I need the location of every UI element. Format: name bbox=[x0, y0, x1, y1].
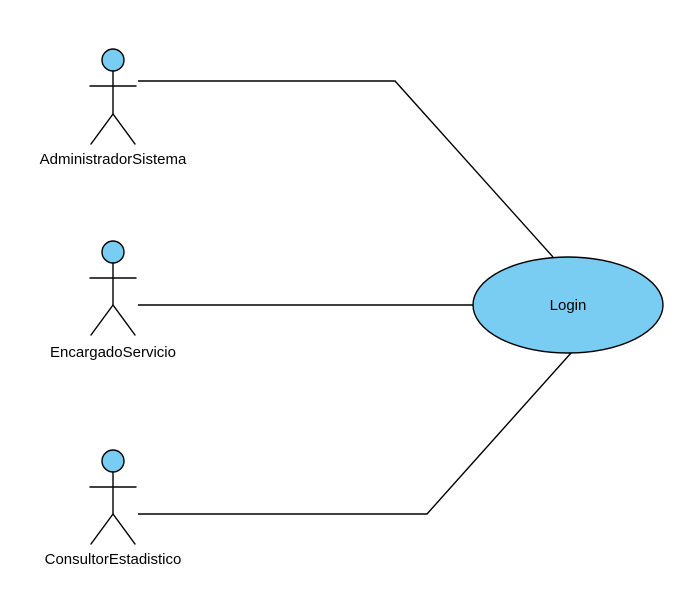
actor-left-leg bbox=[90, 113, 114, 145]
actor-consultor-estadistico[interactable]: ConsultorEstadistico bbox=[45, 449, 182, 568]
actor-right-leg bbox=[112, 304, 136, 336]
actor-left-leg bbox=[90, 513, 114, 545]
use-case-login[interactable]: Login bbox=[472, 256, 664, 354]
actor-left-leg bbox=[90, 304, 114, 336]
actor-administrador-sistema[interactable]: AdministradorSistema bbox=[40, 48, 187, 168]
associations bbox=[138, 80, 572, 515]
use-case-label: Login bbox=[550, 297, 587, 314]
association-admin-login[interactable] bbox=[138, 80, 554, 258]
actor-encargado-servicio[interactable]: EncargadoServicio bbox=[50, 240, 176, 361]
actor-head bbox=[101, 449, 125, 473]
actor-head bbox=[101, 48, 125, 72]
actor-right-leg bbox=[112, 113, 136, 145]
actor-label: EncargadoServicio bbox=[50, 344, 176, 361]
association-consultor-login[interactable] bbox=[138, 352, 572, 515]
actor-head bbox=[101, 240, 125, 264]
actor-label: AdministradorSistema bbox=[40, 151, 187, 168]
use-case-ellipse[interactable] bbox=[472, 256, 664, 354]
actor-label: ConsultorEstadistico bbox=[45, 551, 182, 568]
actor-right-leg bbox=[112, 513, 136, 545]
